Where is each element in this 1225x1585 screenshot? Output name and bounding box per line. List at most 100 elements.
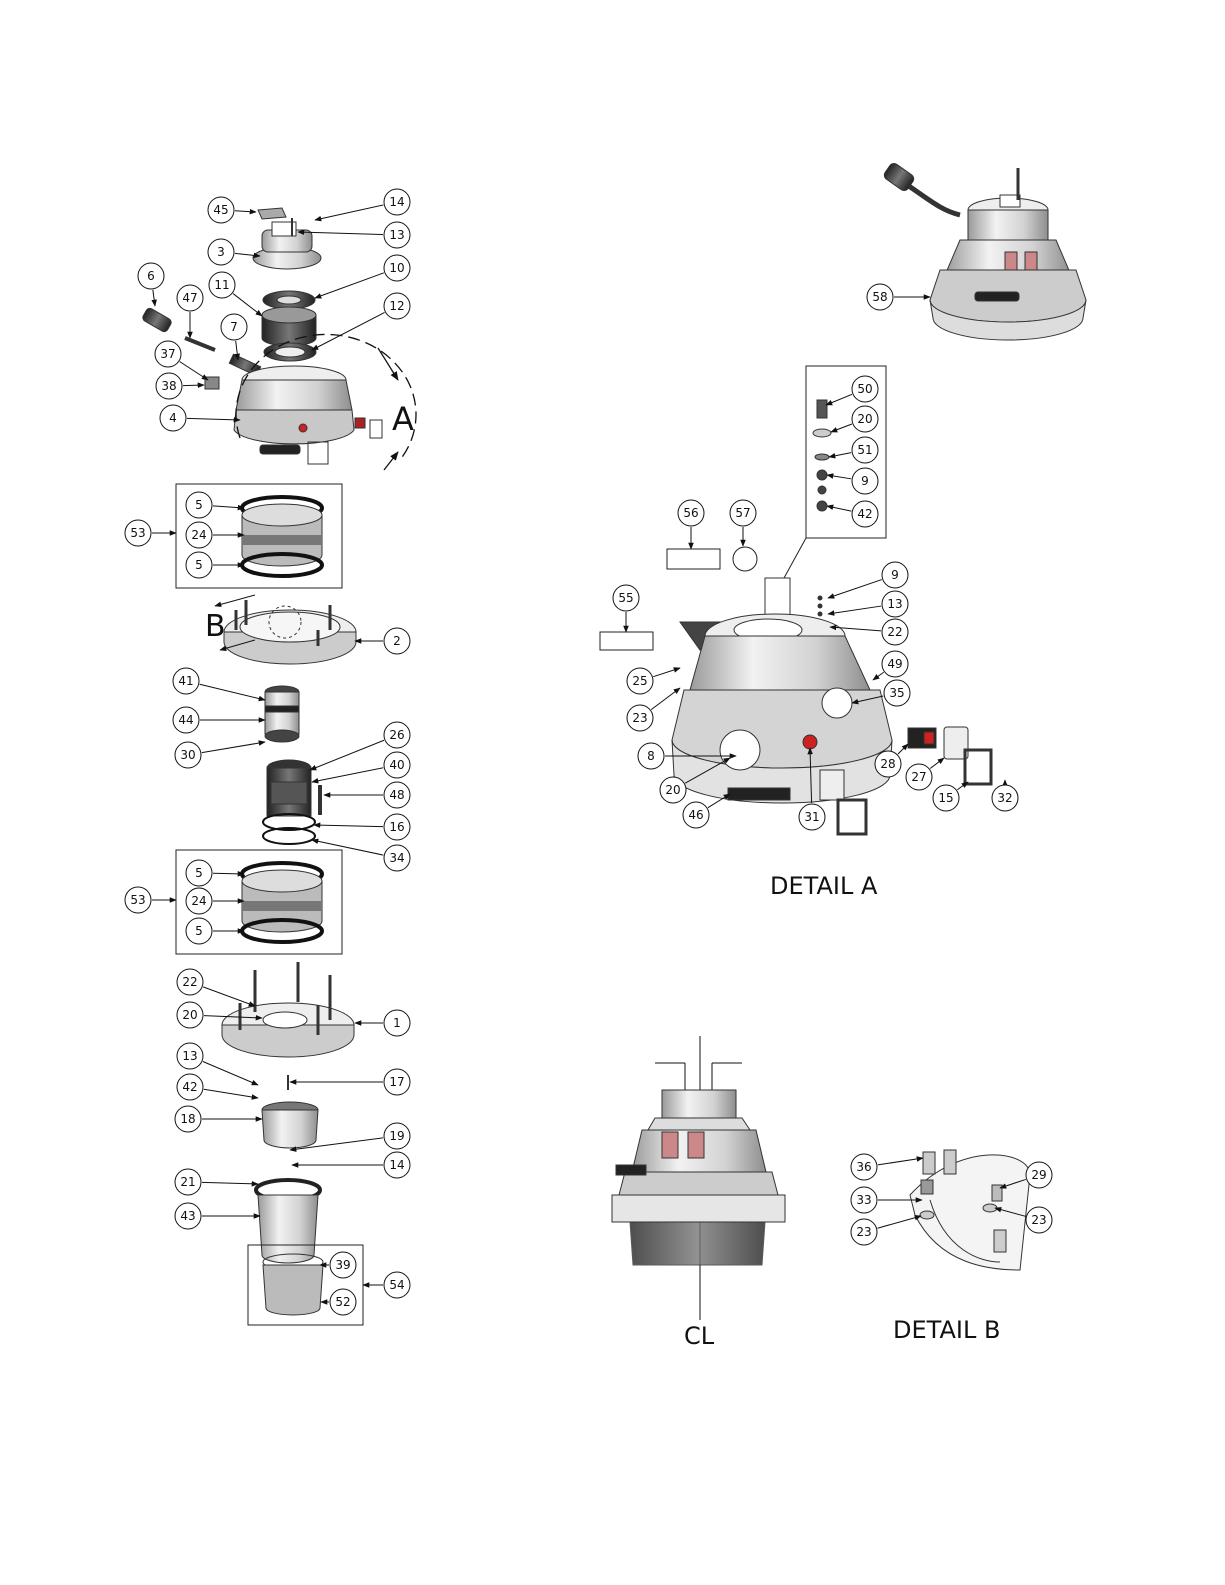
callout-42: 42: [827, 501, 878, 527]
callout-leader: [653, 668, 680, 677]
callout-5: 5: [186, 492, 244, 518]
callout-12: 12: [312, 293, 410, 350]
callout-label: 35: [889, 686, 904, 700]
callout-23: 23: [851, 1216, 921, 1245]
callout-label: 22: [887, 625, 902, 639]
callout-label: 38: [161, 379, 176, 393]
callout-33: 33: [851, 1187, 922, 1213]
callout-leader: [828, 580, 882, 598]
detail-a-title: DETAIL A: [770, 872, 877, 900]
callout-24: 24: [186, 522, 244, 548]
assembled-view: [882, 162, 1086, 340]
callout-leader: [310, 740, 384, 770]
callout-label: 41: [178, 674, 193, 688]
callout-46: 46: [683, 794, 730, 828]
callout-leader: [202, 1182, 258, 1184]
callout-label: 45: [213, 203, 228, 217]
callout-leader: [878, 1158, 923, 1165]
callout-leader: [877, 1216, 921, 1228]
callout-leader: [829, 453, 851, 457]
callout-leader: [828, 606, 881, 614]
callout-label: 40: [389, 758, 404, 772]
callout-label: 10: [389, 261, 404, 275]
callout-leader: [187, 418, 240, 420]
callout-label: 18: [180, 1112, 195, 1126]
callout-label: 17: [389, 1075, 404, 1089]
callout-56: 56: [678, 500, 704, 549]
callout-label: 26: [389, 728, 404, 742]
callout-label: 52: [335, 1295, 350, 1309]
callout-39: 39: [320, 1252, 356, 1278]
callout-57: 57: [730, 500, 756, 546]
callout-leader: [957, 782, 968, 790]
callout-leader: [898, 744, 908, 754]
callout-label: 55: [618, 591, 633, 605]
callout-44: 44: [173, 707, 265, 733]
callout-label: 14: [389, 195, 404, 209]
callout-23: 23: [627, 688, 680, 731]
callout-38: 38: [156, 373, 204, 399]
callout-label: 4: [169, 411, 177, 425]
callout-41: 41: [173, 668, 265, 700]
callout-label: 6: [147, 269, 155, 283]
callout-6: 6: [138, 263, 164, 306]
callout-4: 4: [160, 405, 240, 431]
callout-leader: [827, 506, 851, 511]
callout-label: 13: [887, 597, 902, 611]
callout-58: 58: [867, 284, 930, 310]
callout-53: 53: [125, 887, 176, 913]
callout-label: 51: [857, 443, 872, 457]
callout-label: 28: [880, 757, 895, 771]
callout-49: 49: [873, 651, 908, 680]
callout-label: 24: [191, 528, 206, 542]
callout-5: 5: [186, 552, 244, 578]
callout-leader: [826, 394, 852, 405]
callout-label: 5: [195, 498, 203, 512]
callout-leader: [183, 385, 204, 386]
callout-55: 55: [613, 585, 639, 632]
callout-label: 27: [911, 770, 926, 784]
callout-label: 57: [735, 506, 750, 520]
callout-leader: [312, 840, 383, 855]
callout-label: 50: [857, 382, 872, 396]
callout-label: 25: [632, 674, 647, 688]
callout-label: 29: [1031, 1168, 1046, 1182]
callout-label: 24: [191, 894, 206, 908]
callout-label: 23: [632, 711, 647, 725]
callout-label: 34: [389, 851, 404, 865]
callout-leader: [315, 273, 384, 298]
callout-21: 21: [175, 1169, 258, 1195]
callout-1: 1: [355, 1010, 410, 1036]
detail-b-title: DETAIL B: [893, 1316, 1000, 1344]
callout-label: 42: [857, 507, 872, 521]
callout-leader: [312, 312, 385, 350]
callout-leader: [930, 758, 944, 769]
callout-label: 5: [195, 924, 203, 938]
callout-leader: [200, 684, 265, 700]
callout-51: 51: [829, 437, 878, 463]
callout-leader: [233, 294, 262, 316]
callout-label: 3: [217, 245, 225, 259]
callout-label: 42: [182, 1080, 197, 1094]
callout-leader: [315, 205, 383, 220]
callout-label: 58: [872, 290, 887, 304]
detail-b-view: [910, 1150, 1030, 1270]
callout-40: 40: [312, 752, 410, 782]
callout-22: 22: [177, 969, 255, 1006]
callout-53: 53: [125, 520, 176, 546]
callout-label: 46: [688, 808, 703, 822]
callout-label: 16: [389, 820, 404, 834]
callout-3: 3: [208, 239, 260, 265]
callout-label: 31: [804, 810, 819, 824]
callout-25: 25: [627, 668, 680, 694]
cl-title: CL: [684, 1322, 714, 1350]
callout-label: 5: [195, 558, 203, 572]
callout-14: 14: [315, 189, 410, 220]
callout-label: 33: [856, 1193, 871, 1207]
callout-leader: [235, 211, 256, 212]
callout-42: 42: [177, 1074, 258, 1100]
callout-label: 23: [856, 1225, 871, 1239]
callout-label: 5: [195, 866, 203, 880]
callout-43: 43: [175, 1203, 260, 1229]
